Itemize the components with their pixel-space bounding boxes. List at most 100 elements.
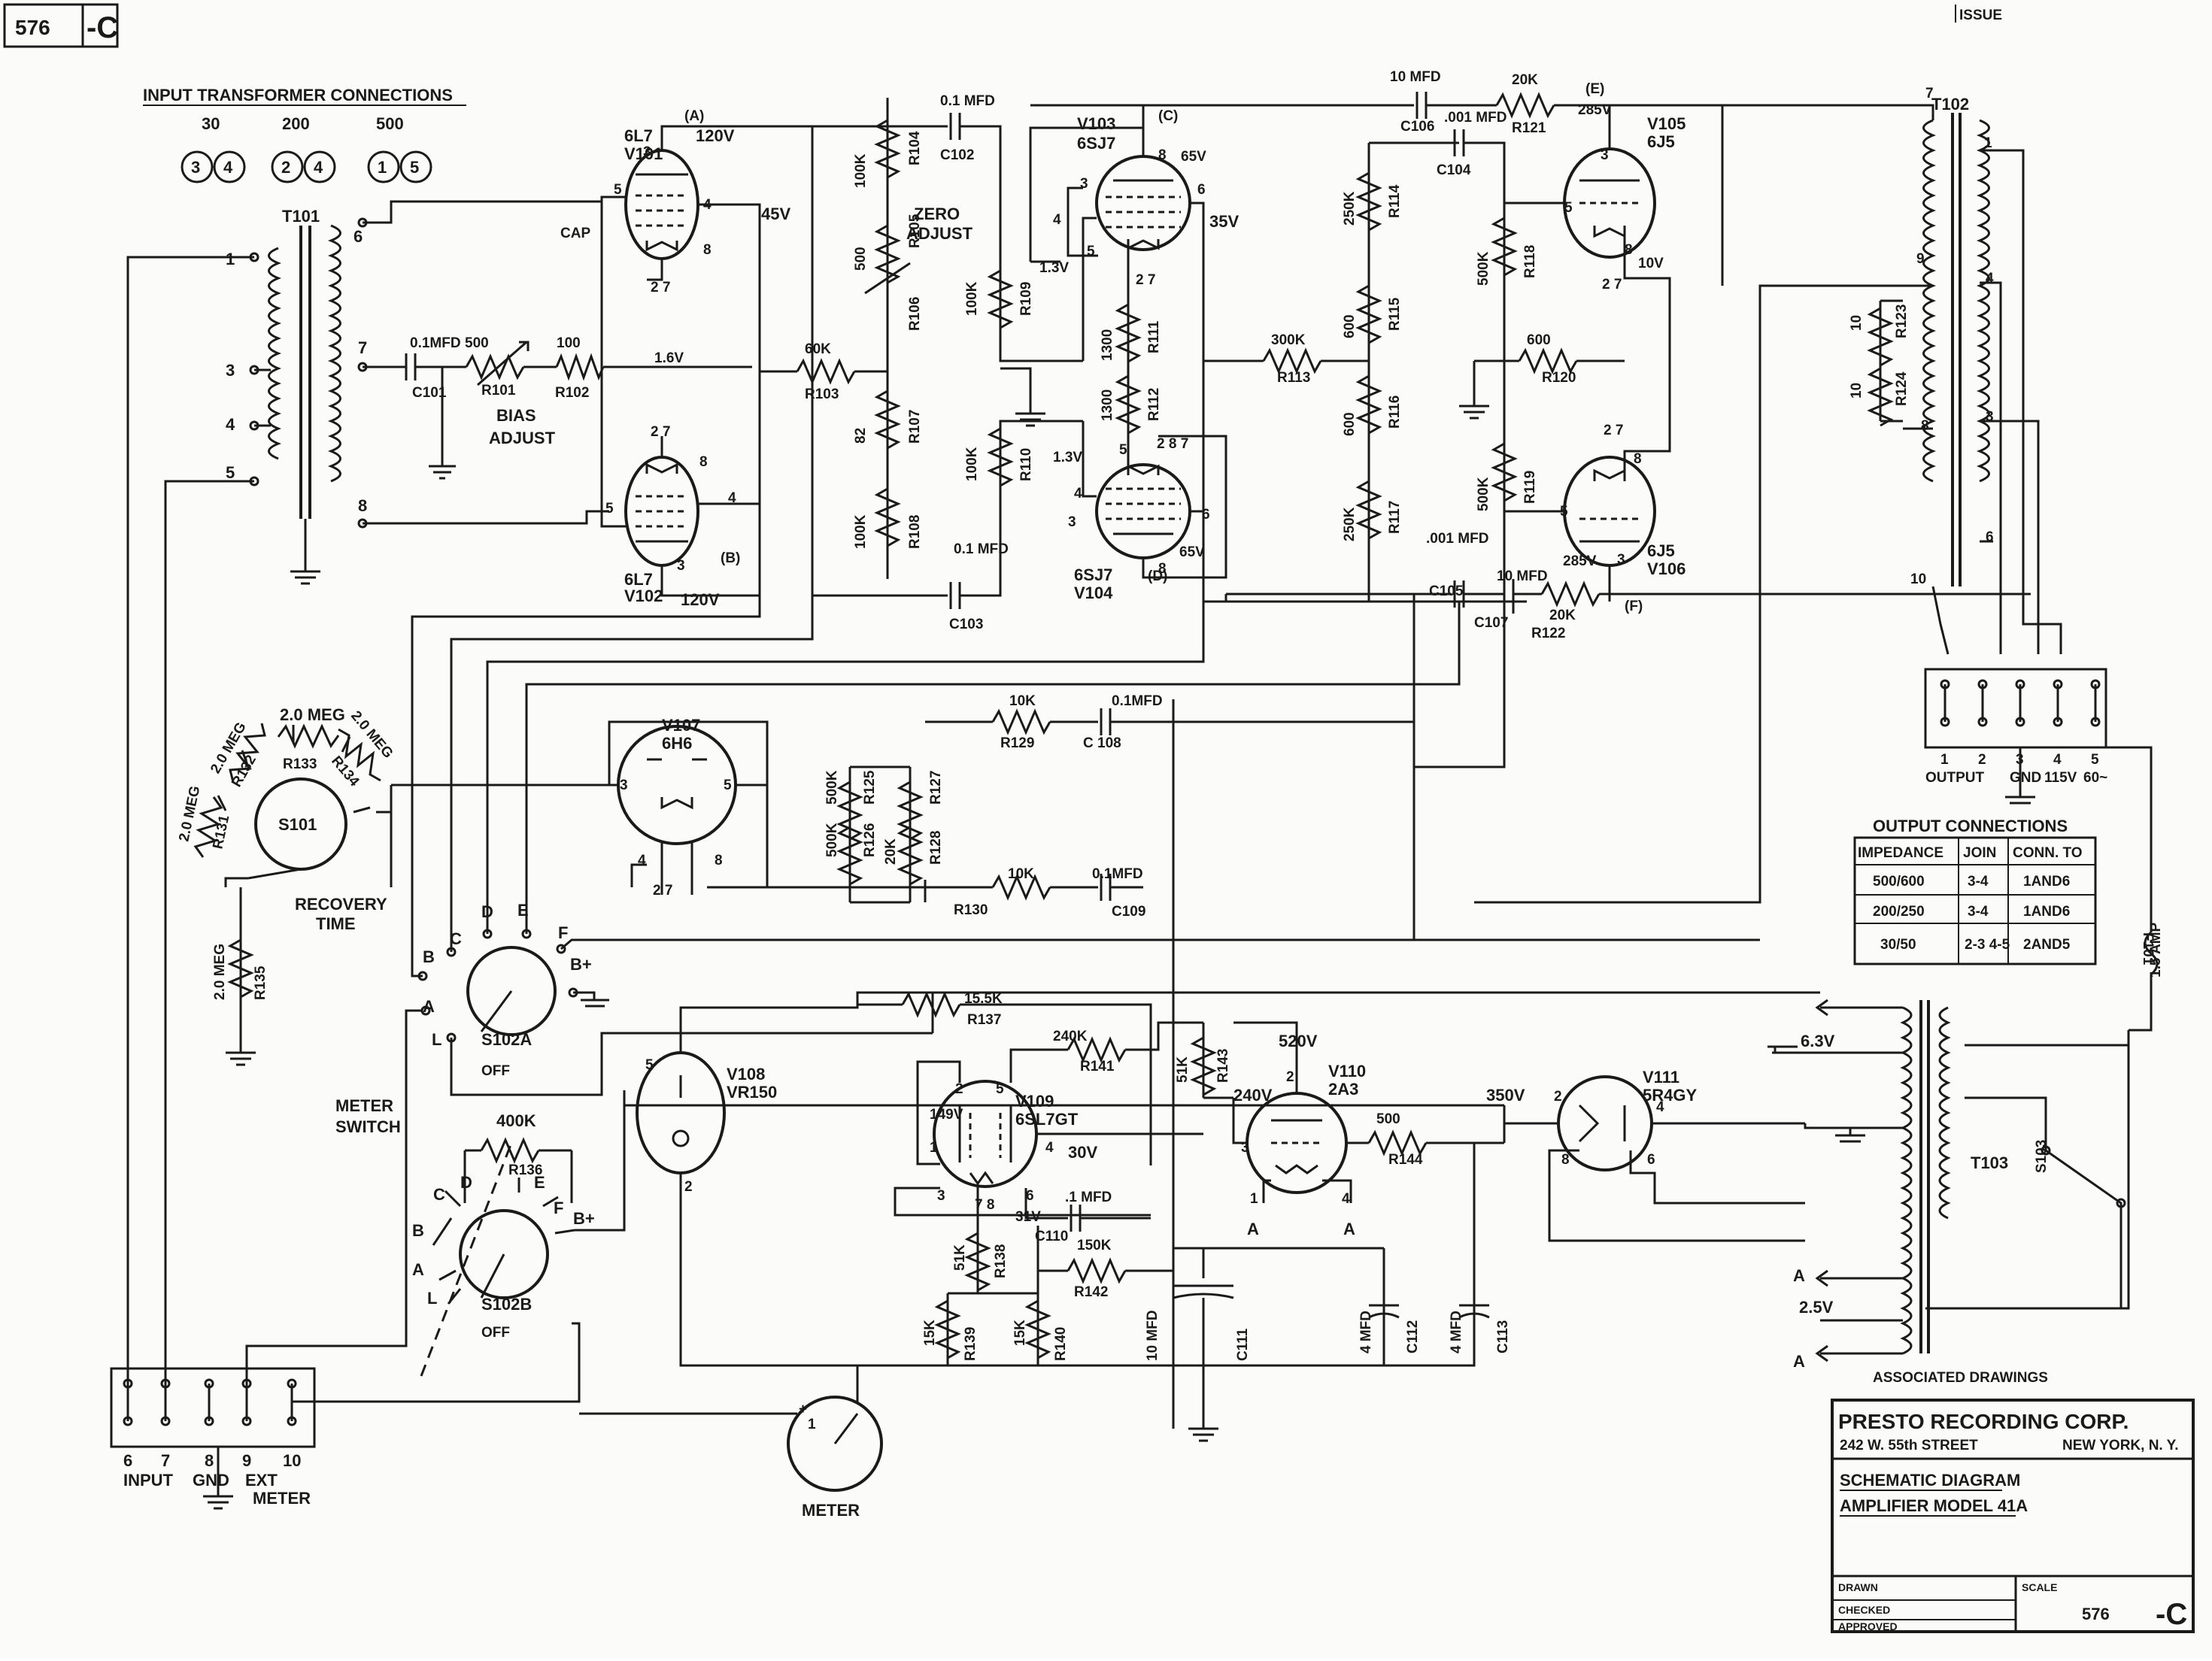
r118-r120 — [1459, 217, 1625, 502]
meter: + 1 METER — [787, 1396, 883, 1520]
svg-text:2: 2 — [1286, 1069, 1294, 1085]
svg-text:METER: METER — [335, 1096, 393, 1115]
svg-text:1.5 AMP: 1.5 AMP — [2148, 922, 2164, 978]
svg-text:3: 3 — [1068, 514, 1076, 530]
svg-text:(E): (E) — [1585, 81, 1604, 97]
svg-text:C109: C109 — [1112, 904, 1145, 920]
svg-text:60K: 60K — [805, 341, 831, 357]
svg-text:1: 1 — [378, 158, 387, 177]
svg-text:T101: T101 — [282, 207, 320, 226]
svg-text:400K: 400K — [496, 1111, 536, 1130]
v111-wiring — [1503, 1122, 1805, 1242]
svg-text:200/250: 200/250 — [1873, 904, 1925, 920]
svg-text:4: 4 — [1342, 1191, 1350, 1207]
svg-text:R127: R127 — [928, 771, 944, 805]
svg-text:4: 4 — [1053, 212, 1061, 228]
r143-c111 — [1172, 699, 1234, 1442]
svg-text:R129: R129 — [1000, 735, 1034, 751]
svg-text:R111: R111 — [1146, 320, 1162, 353]
t101-primary-wiring — [126, 256, 271, 1384]
svg-text:2.5V: 2.5V — [1799, 1298, 1834, 1317]
svg-text:4: 4 — [1656, 1099, 1664, 1115]
svg-text:6SL7GT: 6SL7GT — [1015, 1110, 1079, 1129]
svg-text:65V: 65V — [1181, 149, 1206, 165]
svg-text:R101: R101 — [481, 383, 516, 399]
svg-text:4: 4 — [223, 158, 233, 177]
svg-text:35V: 35V — [1209, 212, 1239, 231]
svg-text:METER: METER — [253, 1489, 311, 1508]
svg-text:ASSOCIATED DRAWINGS: ASSOCIATED DRAWINGS — [1873, 1370, 2048, 1386]
r103-r108-network — [796, 98, 911, 579]
svg-text:120V: 120V — [696, 126, 735, 145]
svg-text:A: A — [412, 1260, 424, 1279]
svg-text:R140: R140 — [1053, 1327, 1069, 1361]
svg-text:DRAWN: DRAWN — [1838, 1581, 1878, 1593]
svg-text:5: 5 — [1119, 442, 1127, 458]
svg-text:6L7: 6L7 — [624, 126, 653, 145]
svg-text:R136: R136 — [508, 1162, 542, 1178]
svg-text:-C: -C — [2156, 1598, 2187, 1631]
svg-text:BIAS: BIAS — [496, 406, 536, 425]
c102-c103 — [811, 113, 1083, 609]
svg-text:2.0 MEG: 2.0 MEG — [212, 944, 228, 1000]
svg-text:1: 1 — [1984, 135, 1992, 151]
output-connections-table: OUTPUT CONNECTIONS IMPEDANCE JOIN CONN. … — [1853, 817, 2097, 965]
svg-text:4: 4 — [314, 158, 323, 177]
svg-text:5: 5 — [614, 182, 622, 198]
svg-text:C112: C112 — [1405, 1320, 1421, 1353]
svg-text:2: 2 — [1978, 752, 1986, 768]
t102-wiring — [1474, 104, 2062, 904]
svg-text:6J5: 6J5 — [1647, 541, 1675, 560]
svg-text:R139: R139 — [963, 1327, 979, 1361]
svg-text:R144: R144 — [1388, 1152, 1423, 1168]
svg-text:C: C — [450, 929, 462, 948]
issue-label: ISSUE — [1959, 8, 2002, 23]
svg-text:500: 500 — [376, 114, 404, 133]
svg-text:4 MFD: 4 MFD — [1449, 1311, 1464, 1353]
svg-text:R138: R138 — [993, 1244, 1009, 1278]
svg-text:10 MFD: 10 MFD — [1497, 568, 1548, 584]
svg-text:30: 30 — [202, 114, 220, 133]
svg-text:R104: R104 — [907, 131, 923, 165]
svg-text:C111: C111 — [1235, 1328, 1251, 1361]
t101-secondary-wiring — [363, 197, 752, 525]
svg-text:10: 10 — [283, 1451, 301, 1470]
svg-text:A: A — [1793, 1352, 1805, 1371]
svg-text:6: 6 — [1026, 1188, 1034, 1204]
svg-text:10 MFD: 10 MFD — [1145, 1310, 1161, 1361]
svg-text:R106: R106 — [907, 297, 923, 331]
svg-text:R133: R133 — [283, 756, 317, 772]
svg-text:2: 2 — [1554, 1089, 1562, 1105]
svg-text:V104: V104 — [1074, 583, 1113, 602]
svg-text:10V: 10V — [1638, 256, 1664, 271]
svg-text:A: A — [1247, 1220, 1259, 1238]
svg-text:3-4: 3-4 — [1968, 904, 1989, 920]
svg-text:R117: R117 — [1387, 501, 1403, 534]
svg-text:200: 200 — [282, 114, 310, 133]
svg-text:8: 8 — [1625, 242, 1633, 258]
svg-text:3-4: 3-4 — [1968, 874, 1989, 890]
svg-text:8: 8 — [1561, 1152, 1570, 1168]
svg-text:A: A — [1343, 1220, 1355, 1238]
title-block: ASSOCIATED DRAWINGS PRESTO RECORDING COR… — [1831, 1370, 2195, 1633]
svg-text:V103: V103 — [1077, 114, 1115, 133]
r114-r117 — [1355, 141, 1459, 603]
svg-text:4: 4 — [1074, 486, 1082, 502]
svg-text:7: 7 — [358, 338, 367, 357]
svg-text:8: 8 — [1158, 561, 1167, 577]
svg-text:0.1MFD: 0.1MFD — [1112, 693, 1163, 709]
svg-text:GND: GND — [193, 1471, 229, 1490]
svg-text:R122: R122 — [1531, 626, 1565, 641]
r109-r110 — [987, 256, 1045, 496]
svg-text:R124: R124 — [1894, 371, 1910, 406]
svg-text:R134: R134 — [328, 753, 363, 790]
svg-text:4: 4 — [728, 490, 736, 506]
svg-text:R120: R120 — [1542, 370, 1576, 386]
svg-text:10K: 10K — [1009, 693, 1036, 709]
svg-text:D: D — [460, 1173, 472, 1192]
svg-text:VR150: VR150 — [727, 1083, 777, 1102]
